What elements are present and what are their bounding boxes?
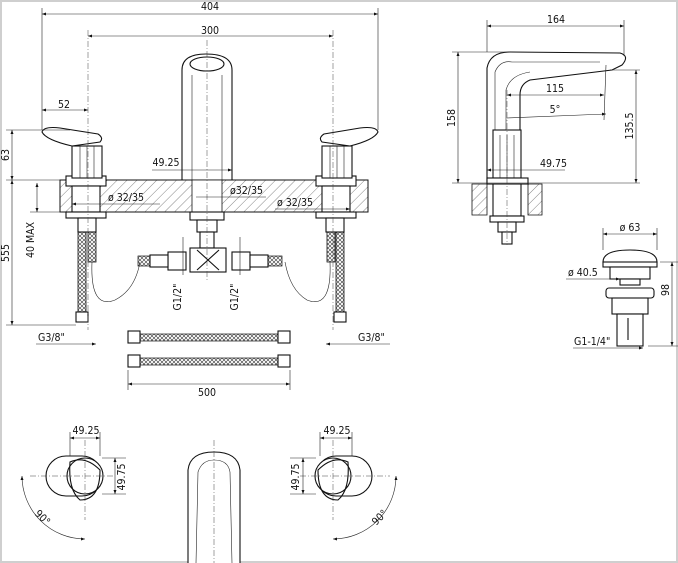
side-view: 164 115 5° 158 135.5 49.75 bbox=[446, 14, 640, 245]
dim-overall-width: 404 bbox=[201, 1, 219, 13]
dim-right-width: 49.25 bbox=[323, 425, 350, 437]
dim-cap-diameter: ø 63 bbox=[620, 222, 641, 234]
dim-reach: 115 bbox=[546, 83, 564, 95]
dim-hose-length: 500 bbox=[198, 387, 216, 399]
right-handle bbox=[284, 126, 379, 323]
front-view: 404 300 52 63 49.25 ø 32/35 ø32/35 ø 32/… bbox=[0, 1, 390, 399]
dim-hole-center: ø32/35 bbox=[230, 185, 263, 197]
plan-view-spout bbox=[187, 440, 241, 563]
hose bbox=[87, 231, 97, 263]
dim-connection-left: G3/8" bbox=[38, 332, 65, 344]
dim-hole-right: ø 32/35 bbox=[277, 197, 313, 209]
dim-height: 158 bbox=[446, 109, 458, 127]
dim-left-rotation: 90° bbox=[32, 508, 52, 528]
dim-left-depth: 49.75 bbox=[116, 463, 128, 490]
dim-spout-diameter: 49.25 bbox=[152, 157, 179, 169]
dim-left-width: 49.25 bbox=[72, 425, 99, 437]
dim-deck-thickness: 40 MAX bbox=[25, 221, 37, 258]
hose bbox=[335, 231, 345, 323]
dim-right-depth: 49.75 bbox=[290, 463, 302, 490]
dim-angle: 5° bbox=[550, 104, 561, 116]
dim-base-diameter: 49.75 bbox=[540, 158, 567, 170]
left-handle bbox=[41, 126, 141, 323]
dim-handle-height: 63 bbox=[0, 149, 12, 161]
dim-outlet-height: 135.5 bbox=[624, 112, 636, 139]
supply-hoses bbox=[127, 330, 291, 368]
dim-total-depth: 555 bbox=[0, 244, 12, 262]
plan-view-left: 49.25 49.75 90° bbox=[20, 425, 128, 541]
dim-inlet-right: G1/2" bbox=[229, 284, 241, 311]
hose bbox=[77, 231, 87, 323]
plan-view-right: 49.25 49.75 90° bbox=[290, 425, 398, 541]
dim-inlet-left: G1/2" bbox=[172, 284, 184, 311]
dim-body-diameter: ø 40.5 bbox=[568, 267, 598, 279]
dim-depth: 164 bbox=[547, 14, 565, 26]
dim-drain-thread: G1-1/4" bbox=[574, 336, 610, 348]
dim-hole-left: ø 32/35 bbox=[108, 192, 144, 204]
drain-view: ø 63 ø 40.5 98 G1-1/4" bbox=[566, 222, 678, 350]
dim-lever-offset: 52 bbox=[58, 99, 70, 111]
dim-drain-height: 98 bbox=[660, 284, 672, 296]
dim-handle-spacing: 300 bbox=[201, 25, 219, 37]
dim-connection-right: G3/8" bbox=[358, 332, 385, 344]
hose bbox=[326, 231, 336, 263]
